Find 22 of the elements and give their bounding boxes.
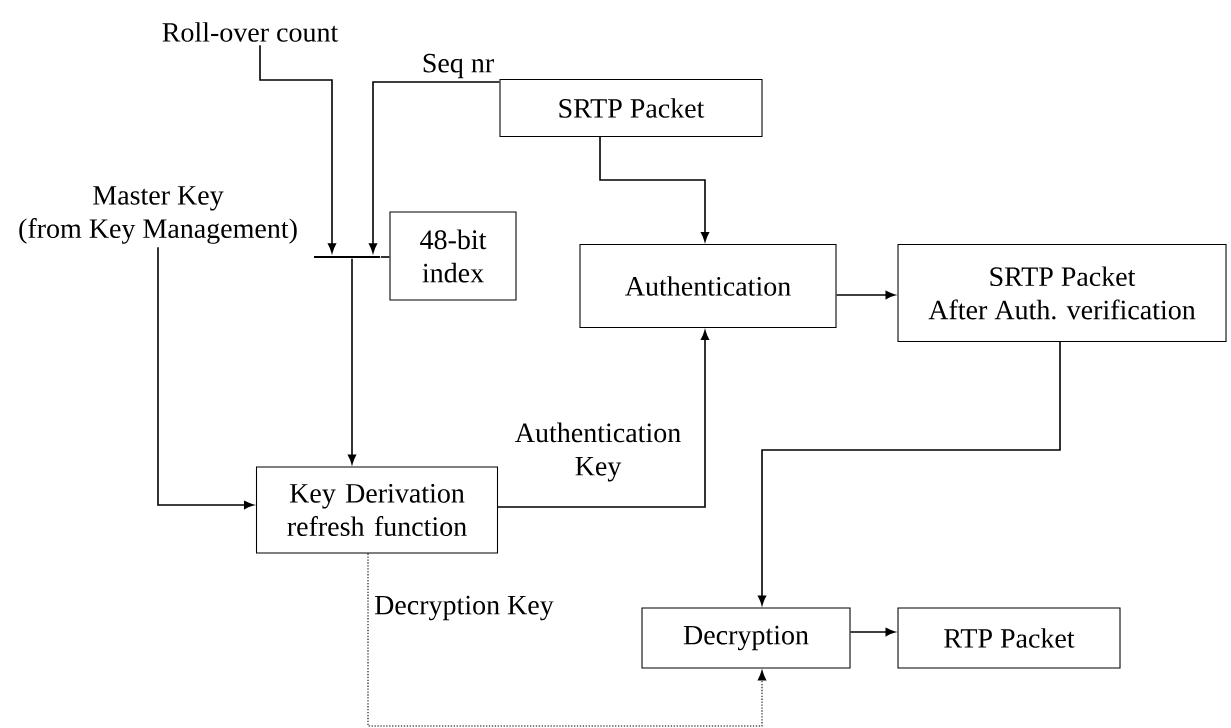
- process-box: SRTP Packet: [499, 78, 763, 138]
- edge-label: Seq nr: [420, 52, 496, 80]
- process-box: Authentication: [579, 243, 837, 329]
- input-label: Master Key (from Key Management): [19, 186, 297, 244]
- arrow: [849, 627, 896, 637]
- arrow: [599, 136, 710, 242]
- process-box: 48-bit index: [389, 211, 517, 301]
- edge-label: Decryption Key: [372, 594, 556, 622]
- arrow: [368, 81, 501, 253]
- process-box: Key Derivation refresh function: [255, 466, 499, 554]
- arrow: [347, 258, 357, 465]
- edge-label: Authentication Key: [499, 421, 697, 483]
- process-box: Decryption: [641, 607, 851, 669]
- arrow: [157, 246, 254, 510]
- arrow: [367, 553, 767, 727]
- process-box: RTP Packet: [897, 607, 1121, 669]
- input-label: Roll-over count: [162, 22, 339, 42]
- arrow: [259, 44, 337, 253]
- process-box: SRTP Packet After Auth. verification: [897, 243, 1227, 343]
- arrow: [757, 341, 1061, 606]
- arrow: [497, 330, 710, 508]
- arrow: [835, 290, 896, 300]
